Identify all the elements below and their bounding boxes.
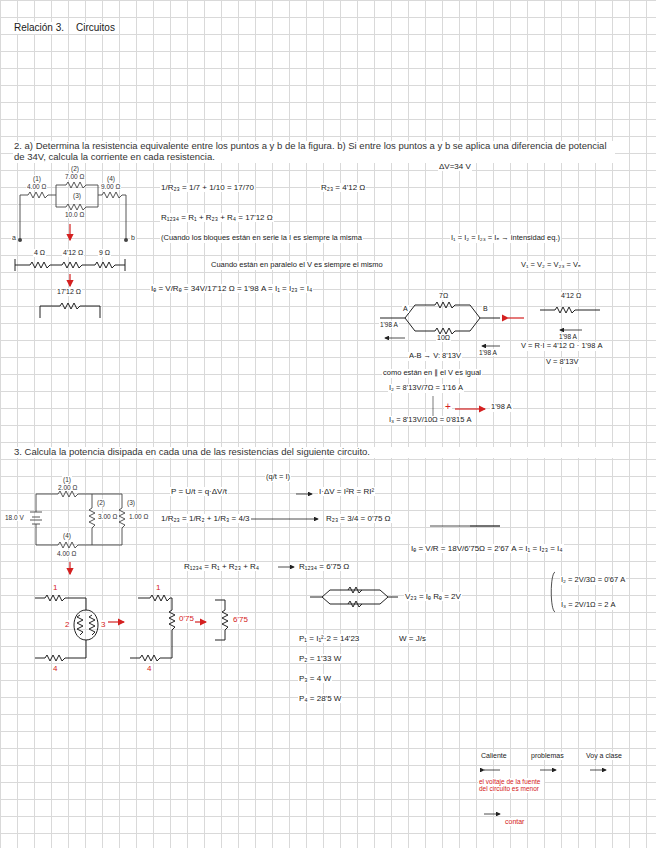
handwritten-note: Iₑ = V/Rₑ = 34V/17'12 Ω = 1'98 A = I₁ = … <box>150 284 313 293</box>
handwritten-note: V₁ = V₂ = V₂₃ = Vₑ <box>520 261 582 270</box>
handwritten-note: Voy a clase <box>585 752 623 760</box>
handwritten-note: I₂ = 2V/3Ω = 0'67 A <box>560 576 626 585</box>
handwritten-note: P₂ = 1'33 W <box>298 654 342 663</box>
handwritten-note: R₁₂₃₄ = R₁ + R₂₃ + R₄ <box>183 562 260 571</box>
exercise-statement: 2. a) Determina la resistencia equivalen… <box>13 141 615 163</box>
handwritten-note: 4 <box>146 664 152 673</box>
handwritten-note: Caliente <box>480 752 508 760</box>
handwritten-note: 1.00 Ω <box>128 513 149 520</box>
handwritten-note: 2 <box>64 620 70 629</box>
handwritten-note: 4.00 Ω <box>26 183 47 190</box>
handwritten-note: 3 <box>100 620 106 629</box>
handwritten-note: (3) <box>126 499 136 506</box>
handwritten-note: I₃ = 8'13V/10Ω = 0'815 A <box>388 416 472 425</box>
handwritten-note: 1'98 A <box>478 349 498 356</box>
handwritten-note: Circuitos <box>75 22 116 34</box>
handwritten-note: I₂ = 8'13V/7Ω = 1'16 A <box>388 384 464 393</box>
handwritten-note: (2) <box>96 499 106 506</box>
resistor-network <box>20 182 126 240</box>
handwritten-note: 1'98 A <box>490 403 513 412</box>
handwritten-note: 4'12 Ω <box>62 249 84 257</box>
parallel-block <box>380 302 600 334</box>
handwritten-note: (2) <box>70 165 80 172</box>
handwritten-note: 6'75 <box>232 615 249 624</box>
handwritten-note: I₃ = 2V/1Ω = 2 A <box>560 601 617 610</box>
handwritten-note: V = R·I = 4'12 Ω · 1'98 A <box>520 342 603 351</box>
handwritten-note: 10.0 Ω <box>64 211 85 218</box>
handwritten-note: el voltaje de la fuente del circuito es … <box>478 778 544 793</box>
handwritten-note: 1'98 A <box>379 321 399 328</box>
handwritten-note: (q/t = I) <box>265 473 291 482</box>
handwritten-note: 4.00 Ω <box>56 550 77 557</box>
handwritten-note: a <box>11 234 17 242</box>
handwritten-note: 1'98 A <box>558 333 578 340</box>
handwritten-note: b <box>130 234 136 242</box>
handwritten-note: 9 Ω <box>98 249 111 257</box>
handwritten-note: 1 <box>155 583 161 592</box>
handwritten-note: ΔV=34 V <box>438 162 472 171</box>
handwritten-note: 1 <box>52 583 58 592</box>
handwritten-note: Cuando están en paralelo el V es siempre… <box>210 261 384 270</box>
handwritten-note: P = U/t = q·ΔV/t <box>170 487 228 496</box>
handwritten-note: (3) <box>72 192 82 199</box>
handwritten-note: 4 <box>52 664 58 673</box>
reduction-sketch <box>35 587 398 661</box>
handwritten-note: A <box>402 305 409 313</box>
handwritten-note: 7.00 Ω <box>64 173 85 180</box>
handwritten-note: 18.0 V <box>4 514 25 521</box>
handwritten-note: (Cuando los bloques están en serie la I … <box>160 234 363 243</box>
handwritten-note: 4 Ω <box>33 249 46 257</box>
handwritten-note: V₂₃ = Iₑ Rₑ = 2V <box>404 592 462 601</box>
handwritten-note: + <box>444 401 452 413</box>
handwritten-note: 4'12 Ω <box>560 292 582 300</box>
handwritten-note: V = 8'13V <box>545 358 580 367</box>
handwritten-note: problemas <box>530 752 565 760</box>
handwritten-note: (4) <box>106 175 116 182</box>
handwritten-note: A-B → V: 8'13V <box>408 352 462 361</box>
handwritten-note: I·ΔV = I²R = RI² <box>318 487 375 496</box>
handwritten-note: B <box>482 305 489 313</box>
handwritten-note: W = J/s <box>398 634 427 643</box>
series-resistors <box>15 259 125 318</box>
handwritten-note: 1/R₂₃ = 1/R₂ + 1/R₃ = 4/3 <box>160 514 251 523</box>
handwritten-note: como están en ∥ el V es igual <box>382 369 482 378</box>
power-circuit <box>30 491 125 548</box>
handwritten-note: 3.00 Ω <box>97 513 118 520</box>
handwritten-note: 1/R₂₃ = 1/7 + 1/10 = 17/70 <box>160 183 255 192</box>
handwritten-note: P₃ = 4 W <box>298 674 332 683</box>
handwritten-note: R₁₂₃₄ = 6'75 Ω <box>298 562 350 571</box>
handwritten-note: (1) <box>32 175 42 182</box>
handwritten-note: 7Ω <box>438 292 449 300</box>
handwritten-note: Iₑ = V/R = 18V/6'75Ω = 2'67 A = I₁ = I₂₃… <box>410 544 564 553</box>
handwritten-note: R₂₃ = 3/4 = 0'75 Ω <box>325 514 392 523</box>
handwritten-note: (4) <box>62 532 72 539</box>
handwritten-note: R₁₂₃₄ = R₁ + R₂₃ + R₄ = 17'12 Ω <box>160 213 274 222</box>
handwritten-note: (1) <box>62 476 72 483</box>
handwritten-note: P₄ = 28'5 W <box>298 694 342 703</box>
handwritten-note: contar <box>504 818 525 826</box>
handwritten-note: P₁ = I₁²·2 = 14'23 <box>298 634 360 643</box>
exercise-statement: 3. Calcula la potencia disipada en cada … <box>13 447 615 458</box>
handwritten-note: 0'75 <box>178 614 195 623</box>
handwritten-note: 9.00 Ω <box>100 183 121 190</box>
handwritten-note: 17'12 Ω <box>56 288 82 296</box>
handwritten-note: I₁ = I₂ = I₂₃ = Iₑ → intensidad eq.) <box>450 234 561 243</box>
handwritten-note: 10Ω <box>436 334 451 342</box>
handwritten-note: 2.00 Ω <box>57 484 78 491</box>
handwritten-note: R₂₃ = 4'12 Ω <box>320 183 366 192</box>
page-title: Relación 3. <box>13 22 65 34</box>
